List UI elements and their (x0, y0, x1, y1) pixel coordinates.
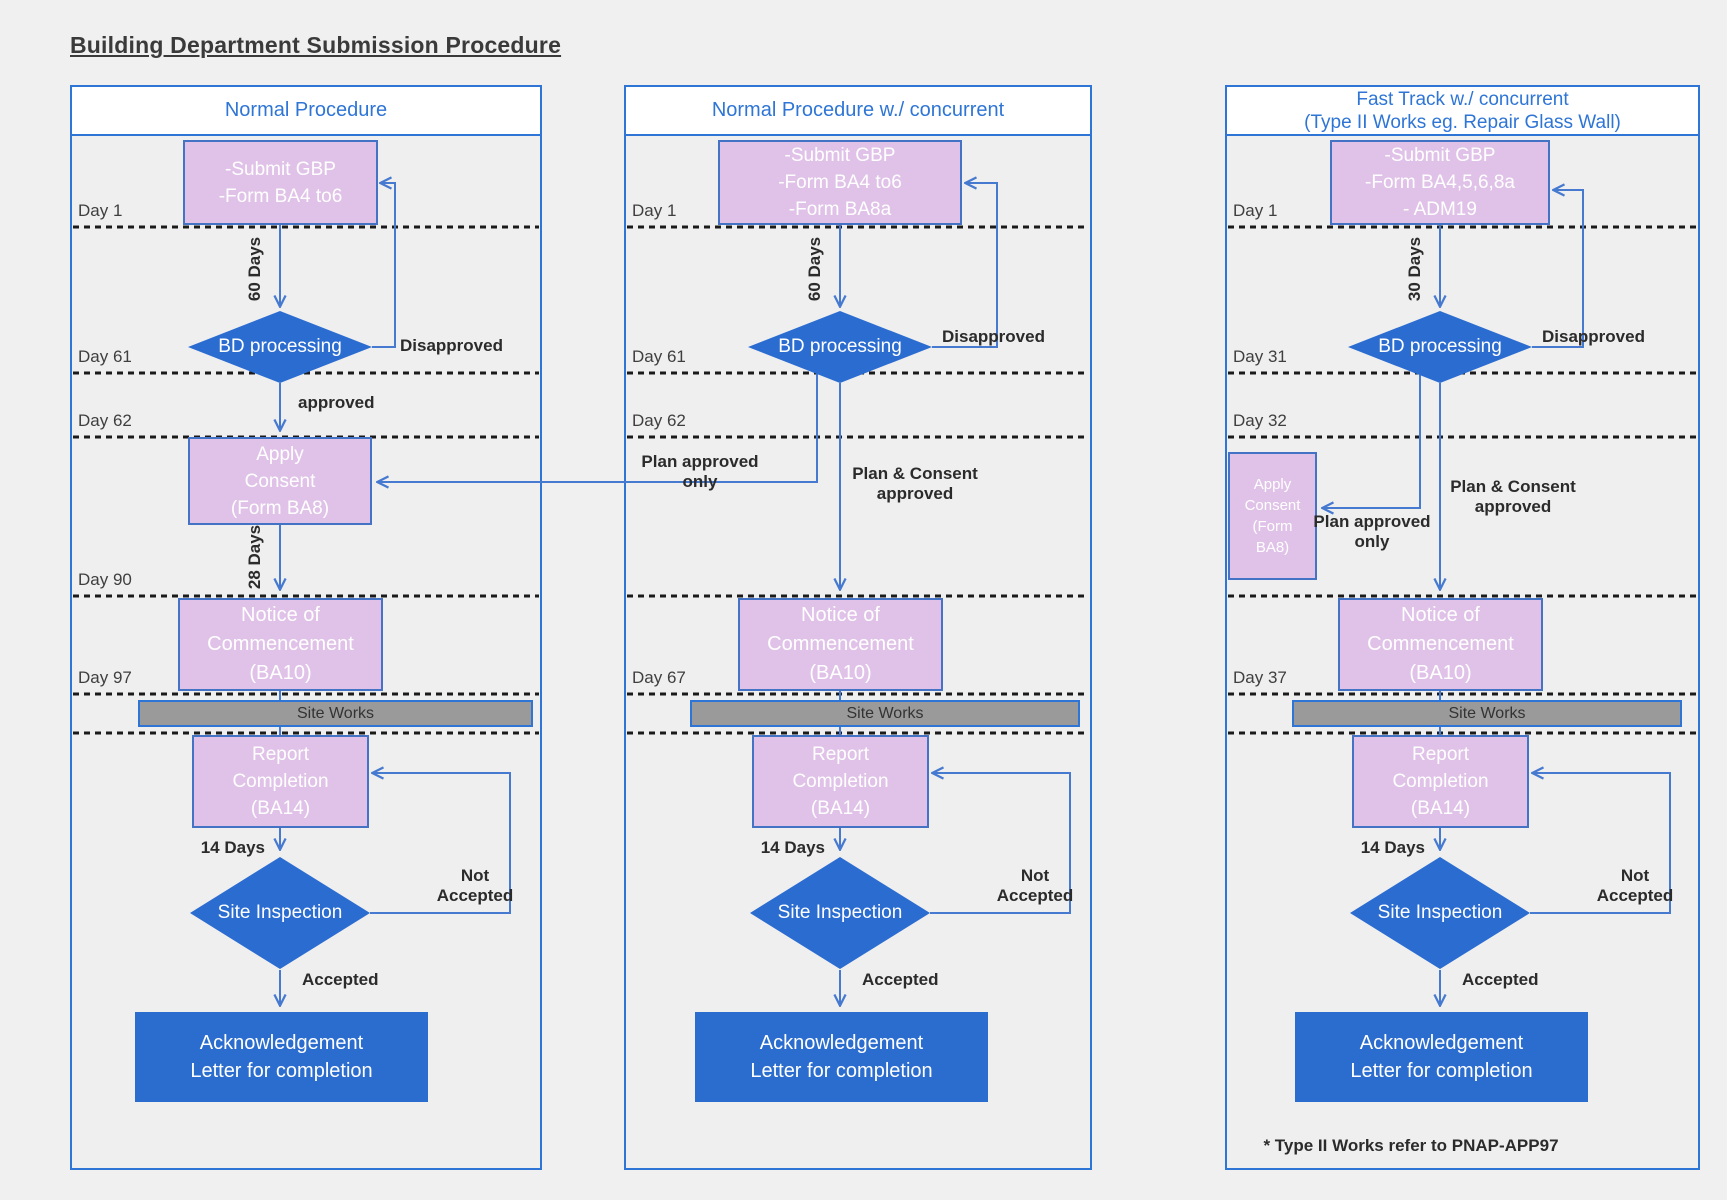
acknowledgement-box: Acknowledgement Letter for completion (695, 1012, 988, 1102)
site-inspection-label: Site Inspection (777, 902, 903, 923)
column-3-header: Fast Track w./ concurrent (Type II Works… (1227, 87, 1698, 136)
day-marker: Day 67 (632, 668, 686, 687)
apply-consent-side-box: Apply Consent (Form BA8) (1228, 452, 1317, 580)
report-completion-box: Report Completion (BA14) (1352, 735, 1529, 828)
duration-label-14-days: 14 Days (200, 838, 265, 857)
submit-gbp-box: -Submit GBP -Form BA4 to6 (183, 140, 378, 225)
site-inspection-label: Site Inspection (217, 902, 343, 923)
acknowledgement-box: Acknowledgement Letter for completion (1295, 1012, 1588, 1102)
submit-gbp-box: -Submit GBP -Form BA4,5,6,8a - ADM19 (1330, 140, 1550, 225)
disapproved-label: Disapproved (400, 336, 503, 355)
day-marker: Day 97 (78, 668, 132, 687)
day-marker: Day 32 (1233, 411, 1287, 430)
day-marker: Day 1 (1233, 201, 1278, 220)
plan-approved-only-label: Plan approved only (641, 452, 759, 491)
report-completion-box: Report Completion (BA14) (192, 735, 369, 828)
notice-of-commencement-box: Notice of Commencement (BA10) (738, 598, 943, 691)
day-marker: Day 37 (1233, 668, 1287, 687)
bd-processing-label: BD processing (218, 336, 342, 357)
submit-gbp-box: -Submit GBP -Form BA4 to6 -Form BA8a (718, 140, 962, 225)
duration-label-28-days: 28 Days (245, 524, 264, 590)
disapproved-label: Disapproved (942, 327, 1045, 346)
plan-consent-approved-label: Plan & Consent approved (852, 464, 978, 503)
day-marker: Day 90 (78, 570, 132, 589)
day-marker: Day 1 (632, 201, 677, 220)
plan-approved-only-label: Plan approved only (1313, 512, 1431, 551)
footnote: * Type II Works refer to PNAP-APP97 (1263, 1136, 1559, 1155)
day-marker: Day 62 (78, 411, 132, 430)
not-accepted-label: Not Accepted (436, 866, 514, 905)
not-accepted-label: Not Accepted (996, 866, 1074, 905)
day-marker: Day 62 (632, 411, 686, 430)
plan-consent-approved-label: Plan & Consent approved (1450, 477, 1576, 516)
disapproved-label: Disapproved (1542, 327, 1645, 346)
day-marker: Day 61 (78, 347, 132, 366)
accepted-label: Accepted (302, 970, 379, 989)
accepted-label: Accepted (862, 970, 939, 989)
approved-label: approved (298, 393, 375, 412)
accepted-label: Accepted (1462, 970, 1539, 989)
column-2-header: Normal Procedure w./ concurrent (626, 87, 1090, 136)
site-works-bar: Site Works (138, 700, 533, 727)
page-title: Building Department Submission Procedure (70, 32, 562, 58)
acknowledgement-box: Acknowledgement Letter for completion (135, 1012, 428, 1102)
notice-of-commencement-box: Notice of Commencement (BA10) (1338, 598, 1543, 691)
duration-label-60-days: 60 Days (245, 236, 264, 302)
duration-label-14-days: 14 Days (1360, 838, 1425, 857)
duration-label-60-days: 60 Days (805, 236, 824, 302)
duration-label-14-days: 14 Days (760, 838, 825, 857)
day-marker: Day 1 (78, 201, 123, 220)
apply-consent-box: Apply Consent (Form BA8) (188, 437, 372, 525)
day-marker: Day 31 (1233, 347, 1287, 366)
column-1-header: Normal Procedure (72, 87, 540, 136)
duration-label-30-days: 30 Days (1405, 236, 1424, 302)
site-works-bar: Site Works (690, 700, 1080, 727)
site-works-bar: Site Works (1292, 700, 1682, 727)
bd-processing-label: BD processing (1378, 336, 1502, 357)
report-completion-box: Report Completion (BA14) (752, 735, 929, 828)
bd-processing-label: BD processing (778, 336, 902, 357)
notice-of-commencement-box: Notice of Commencement (BA10) (178, 598, 383, 691)
day-marker: Day 61 (632, 347, 686, 366)
not-accepted-label: Not Accepted (1596, 866, 1674, 905)
site-inspection-label: Site Inspection (1377, 902, 1503, 923)
